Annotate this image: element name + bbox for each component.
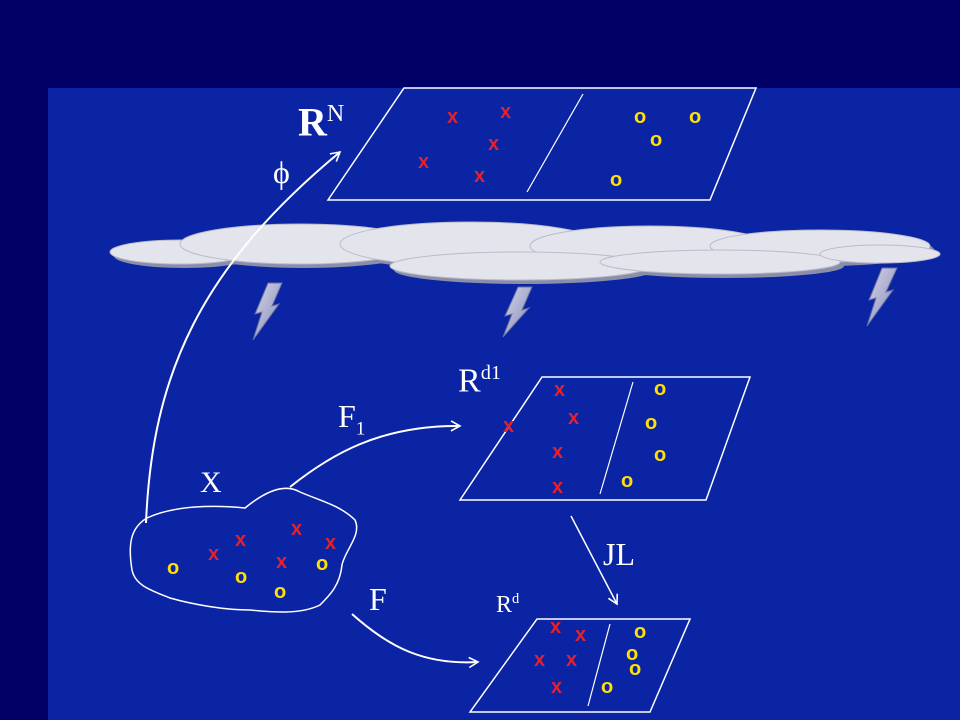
- marker-o: o: [274, 581, 286, 603]
- marker-x: x: [488, 133, 499, 155]
- marker-o: o: [235, 566, 247, 588]
- separator-rd1: [599, 381, 634, 495]
- marker-o: o: [621, 470, 633, 492]
- label-rd1-exp: d1: [480, 362, 502, 384]
- marker-x: x: [325, 532, 336, 554]
- marker-x: x: [500, 101, 511, 123]
- marker-o: o: [645, 412, 657, 434]
- marker-x: x: [552, 441, 563, 463]
- marker-x: x: [235, 529, 246, 551]
- plane-rd: [468, 618, 692, 713]
- label-rd1-base: R: [458, 362, 481, 400]
- marker-x: x: [566, 649, 577, 671]
- separator-rd: [587, 623, 611, 707]
- arrow-jl: [570, 515, 619, 606]
- content-panel: [48, 88, 960, 720]
- lightning-bolt-icon: [866, 267, 898, 327]
- marker-o: o: [654, 378, 666, 400]
- marker-o: o: [610, 169, 622, 191]
- arrow-f: [351, 613, 480, 669]
- marker-x: x: [503, 415, 514, 437]
- marker-o: o: [689, 106, 701, 128]
- marker-x: x: [418, 151, 429, 173]
- arrow-f1: [289, 420, 462, 488]
- marker-x: x: [276, 551, 287, 573]
- marker-x: x: [550, 616, 561, 638]
- marker-o: o: [634, 621, 646, 643]
- marker-o: o: [650, 129, 662, 151]
- label-jl: JL: [603, 536, 635, 572]
- marker-o: o: [316, 553, 328, 575]
- marker-x: x: [554, 379, 565, 401]
- marker-o: o: [626, 643, 638, 665]
- marker-x: x: [447, 106, 458, 128]
- marker-o: o: [634, 106, 646, 128]
- label-rd-base: R: [496, 592, 513, 618]
- arrow-phi: [145, 150, 342, 524]
- marker-x: x: [568, 407, 579, 429]
- label-phi: ϕ: [273, 154, 290, 190]
- marker-x: x: [474, 165, 485, 187]
- marker-o: o: [601, 676, 613, 698]
- label-rn-exp: N: [326, 101, 345, 127]
- label-rd: Rd: [496, 592, 519, 617]
- label-rd-exp: d: [512, 591, 520, 607]
- marker-o: o: [629, 658, 641, 680]
- label-f1-base: F: [338, 398, 356, 434]
- dataset-blob-x: [129, 487, 358, 613]
- label-f1: F1: [338, 400, 365, 439]
- marker-o: o: [654, 444, 666, 466]
- label-x: X: [200, 466, 222, 499]
- cloud-icon: [109, 221, 941, 284]
- label-f: F: [369, 581, 387, 617]
- marker-x: x: [552, 476, 563, 498]
- label-rn-base: R: [298, 99, 327, 145]
- plane-rn: [326, 87, 758, 201]
- marker-o: o: [167, 557, 179, 579]
- lightning-bolt-icon: [252, 282, 283, 341]
- marker-x: x: [291, 518, 302, 540]
- plane-rd1: [458, 376, 752, 501]
- label-f1-sub: 1: [355, 418, 366, 440]
- marker-x: x: [534, 649, 545, 671]
- marker-x: x: [208, 543, 219, 565]
- lightning-bolt-icon: [502, 286, 533, 338]
- label-rd1: Rd1: [458, 363, 501, 398]
- marker-x: x: [551, 676, 562, 698]
- separator-rn: [526, 93, 584, 193]
- label-rn: RN: [298, 102, 344, 142]
- marker-x: x: [575, 624, 586, 646]
